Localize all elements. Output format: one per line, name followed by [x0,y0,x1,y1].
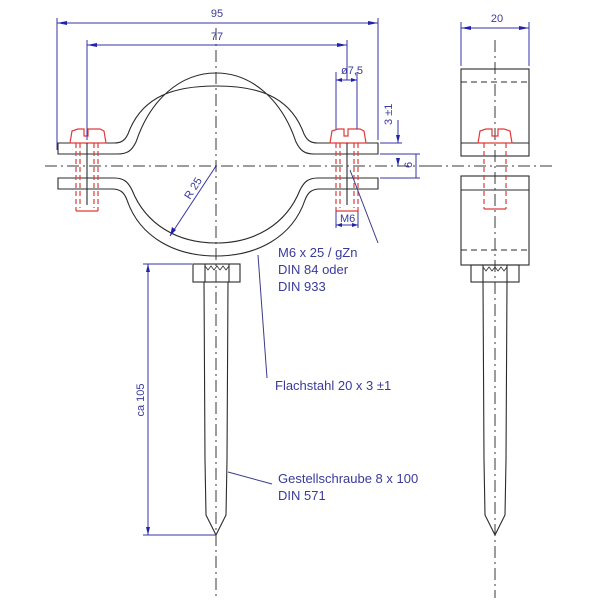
dim-side-width: 20 [491,13,503,25]
note-screw-spec: M6 x 25 / gZn [278,245,357,260]
note-stud-din: DIN 571 [278,488,326,503]
dim-gap: 6 [403,162,415,168]
dim-flange-thickness: 3 ±1 [383,104,395,125]
left-bolt [69,128,107,212]
dim-overall-width: 95 [211,8,223,20]
lower-strap [57,177,379,257]
note-stud-spec: Gestellschraube 8 x 100 [278,471,418,486]
front-view [45,28,430,598]
dim-hole-spacing: 77 [211,31,223,43]
dim-thread: M6 [340,213,355,225]
dim-hole-diameter: ø7,5 [341,65,363,77]
note-screw-din84: DIN 84 oder [278,262,349,277]
note-screw-din933: DIN 933 [278,279,326,294]
right-bolt [329,128,367,212]
weld-nut [192,263,241,283]
dim-length: ca 105 [135,383,147,416]
note-strap: Flachstahl 20 x 3 ±1 [275,378,391,393]
upper-strap-outer [57,72,379,155]
side-view: 20 [430,13,555,598]
annotations: M6 x 25 / gZn DIN 84 oder DIN 933 Flachs… [227,169,418,503]
